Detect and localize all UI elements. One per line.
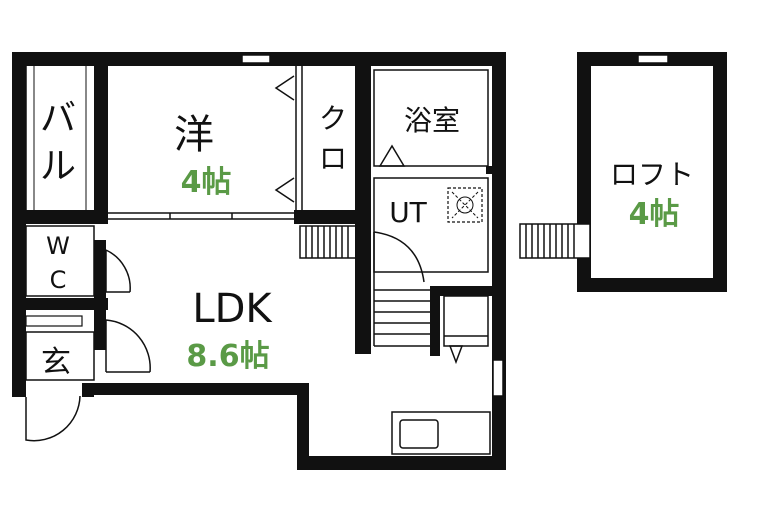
ldk-label: LDK [192,286,273,332]
steps-ladder [299,225,357,259]
staircase [373,231,430,347]
balcony-label-1: バ [40,98,76,139]
loft: ロフト 4帖 [519,52,727,292]
loft-label: ロフト [610,158,694,191]
closet-label-2: ロ [319,142,347,175]
bathroom-label: 浴室 [404,104,460,137]
loft-area: 4帖 [629,197,680,232]
kitchen [391,411,491,455]
closet: ク ロ [274,66,347,210]
balcony: バ ル [25,66,94,210]
interior-walls [12,52,506,356]
washer-space [447,187,483,223]
fridge-space [443,295,489,365]
ldk-area: 8.6帖 [186,339,269,374]
utility: UT [373,177,489,273]
loft-ladder [519,223,591,259]
wc-label-2: C [50,266,67,294]
western-room-area: 4帖 [181,165,232,200]
entrance-label: 玄 [41,345,71,380]
ldk: LDK 8.6帖 [186,286,273,374]
bathroom: 浴室 [373,69,489,167]
wc-label-1: W [46,232,70,260]
entrance: 玄 [25,315,151,442]
balcony-label-2: ル [40,146,76,187]
sink [399,419,439,449]
wc: W C [25,225,131,297]
western-room: 洋 4帖 [108,112,294,220]
utility-label: UT [389,196,427,229]
closet-label-1: ク [319,102,347,135]
western-room-label: 洋 [174,112,214,158]
